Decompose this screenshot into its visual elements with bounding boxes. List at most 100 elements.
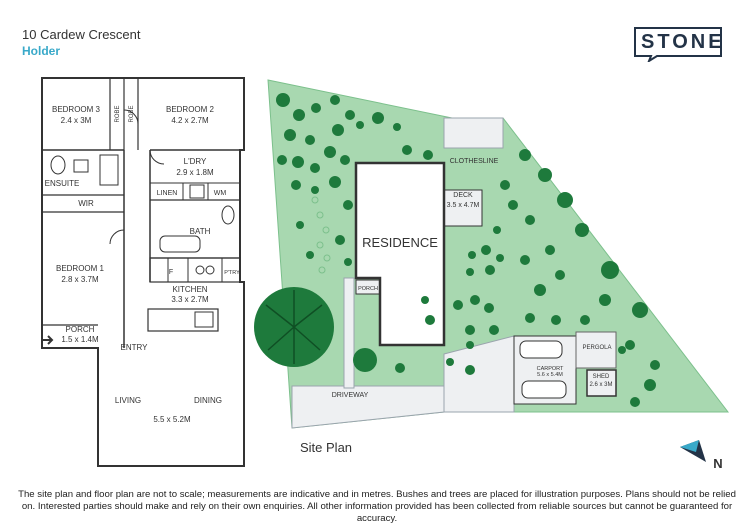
toilet-icon-2 [221,205,235,225]
shed-block [586,369,617,397]
tree-icon [465,325,475,335]
clothesline-label: CLOTHESLINE [450,158,499,165]
laundry-label: L'DRY [184,157,207,166]
tree-icon [291,180,301,190]
tree-icon [277,155,287,165]
tree-icon [534,284,546,296]
dining-label: DINING [194,396,222,405]
tree-icon [551,315,561,325]
tree-icon [650,360,660,370]
tree-icon [356,121,364,129]
shed-size: 2.6 x 3M [589,382,612,388]
tree-icon [618,346,626,354]
tree-icon [538,168,552,182]
tree-icon [305,135,315,145]
deck-label: DECK [453,192,473,199]
tree-icon [466,268,474,276]
living-label: LIVING [115,396,141,405]
site-plan-title: Site Plan [300,440,353,455]
tree-icon [353,348,377,372]
bathtub-icon [159,235,201,253]
kitchen-label: KITCHEN [172,285,207,294]
paved-area [443,335,515,413]
tree-icon [345,110,355,120]
tree-icon [625,340,635,350]
floor-and-site-plan: BEDROOM 3 2.4 x 3M ROBE ROBE BEDROOM 2 4… [41,77,730,471]
tree-icon [484,303,494,313]
carport-size: 5.6 x 5.4M [537,372,563,378]
tree-icon [335,235,345,245]
logo-text: STONE [641,31,725,53]
tree-icon [395,363,405,373]
tree-icon [557,192,573,208]
tree-icon [545,245,555,255]
tree-icon [284,129,296,141]
wir-label: WIR [78,199,94,208]
property-suburb: Holder [22,44,61,58]
tree-icon [310,163,320,173]
tree-icon [393,123,401,131]
tree-icon [324,146,336,158]
tree-markers [276,93,660,407]
north-label: N [713,456,722,471]
tree-icon [525,215,535,225]
tree-icon [306,251,314,259]
tree-icon [508,200,518,210]
tree-icon [500,180,510,190]
deck-size: 3.5 x 4.7M [447,202,480,209]
north-arrow-icon [680,440,706,462]
clothesline-area [443,117,504,149]
driveway-label: DRIVEWAY [332,392,369,399]
tree-icon [453,300,463,310]
tree-icon [470,295,480,305]
tree-icon [599,294,611,306]
tree-icon [575,223,589,237]
tree-icon [520,255,530,265]
tree-icon [276,93,290,107]
bedroom3-label: BEDROOM 3 [52,105,101,114]
porch-size: 1.5 x 1.4M [61,335,99,344]
tree-icon [644,379,656,391]
cars-icon [519,340,567,399]
property-address: 10 Cardew Crescent [22,27,141,42]
tree-icon [489,325,499,335]
bath-label: BATH [190,227,211,236]
tree-icon [519,149,531,161]
tree-icon [466,341,474,349]
tree-icon [465,365,475,375]
bedroom1-size: 2.8 x 3.7M [61,275,99,284]
kitchen-size: 3.3 x 2.7M [171,295,209,304]
tree-icon [343,200,353,210]
floor-plan-outline [41,77,245,467]
tree-icon [311,103,321,113]
living-dining-size: 5.5 x 5.2M [153,415,191,424]
tree-icon [402,145,412,155]
tree-icon [311,186,319,194]
tree-icon [632,302,648,318]
tree-icon [340,155,350,165]
logo-frame-icon [634,27,722,62]
floor-plan [41,77,245,467]
stone-logo: STONE [633,26,723,62]
tree-icon [493,226,501,234]
laundry-size: 2.9 x 1.8M [176,168,214,177]
wm-label: WM [214,190,227,197]
tree-icon [630,397,640,407]
tree-icon [496,254,504,262]
bedroom1-label: BEDROOM 1 [56,264,105,273]
robe2-label: ROBE [129,105,135,122]
carport-label: CARPORT [537,366,564,372]
entry-label: ENTRY [121,343,149,352]
tree-icon [332,124,344,136]
linen-label: LINEN [157,190,178,197]
tree-icon [468,251,476,259]
tree-icon [292,156,304,168]
entry-arrow-icon [42,335,54,345]
pergola-label: PERGOLA [582,345,611,351]
tree-icon [344,258,352,266]
site-porch-label: PORCH [358,286,378,292]
porch-label: PORCH [66,325,95,334]
tree-icon [296,221,304,229]
shed-label: SHED [593,374,610,380]
site-plan [267,79,730,462]
